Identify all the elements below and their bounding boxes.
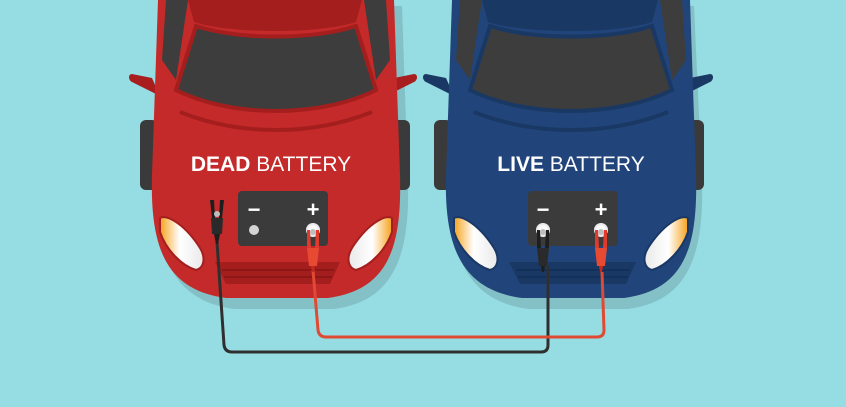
dead-battery-box <box>238 191 328 246</box>
live-battery-minus-sign: − <box>537 197 550 222</box>
dead-label-strong: DEAD <box>191 153 251 176</box>
dead-car-hood-line <box>179 110 373 132</box>
dead-car-right-window <box>364 0 390 80</box>
live-car-left-window <box>456 0 482 80</box>
live-label-strong: LIVE <box>497 153 544 176</box>
live-car-grille <box>509 262 636 284</box>
dead-label-rest: BATTERY <box>250 153 351 176</box>
red-jumper-cable <box>311 269 606 339</box>
dead-car-grille <box>215 262 340 284</box>
live-car-left-mirror <box>423 74 454 96</box>
dead-car-left-window <box>162 0 188 80</box>
live-car-right-headlight <box>643 216 689 272</box>
live-car-right-window <box>660 0 686 80</box>
live-car-roof <box>482 0 658 31</box>
red-clamp-dead-car <box>306 223 320 272</box>
live-battery-label: LIVE BATTERY <box>497 153 644 176</box>
black-jumper-cable <box>215 241 550 354</box>
live-car-hood-line <box>473 110 669 132</box>
live-car-windshield <box>470 26 672 111</box>
live-car-left-headlight <box>453 216 499 272</box>
dead-battery-negative-terminal <box>249 225 259 235</box>
dead-car-windshield <box>176 26 376 111</box>
dead-car-right-headlight <box>347 216 393 272</box>
live-car: LIVE BATTERY − + <box>423 0 713 309</box>
dead-car-left-headlight <box>159 216 205 272</box>
dead-car-left-mirror <box>129 74 160 96</box>
black-clamp-live-car <box>536 223 550 272</box>
dead-battery-minus-sign: − <box>248 197 261 222</box>
dead-battery-label: DEAD BATTERY <box>191 153 351 176</box>
live-battery-plus-sign: + <box>595 197 608 222</box>
dead-car-roof <box>188 0 362 31</box>
dead-car: DEAD BATTERY − + <box>129 0 417 309</box>
live-car-windshield-frame <box>467 23 675 113</box>
live-label-rest: BATTERY <box>544 153 645 176</box>
black-clamp-dead-car <box>210 200 224 244</box>
red-clamp-live-car <box>594 223 608 272</box>
dead-battery-plus-sign: + <box>307 197 320 222</box>
dead-car-windshield-frame <box>173 23 379 113</box>
